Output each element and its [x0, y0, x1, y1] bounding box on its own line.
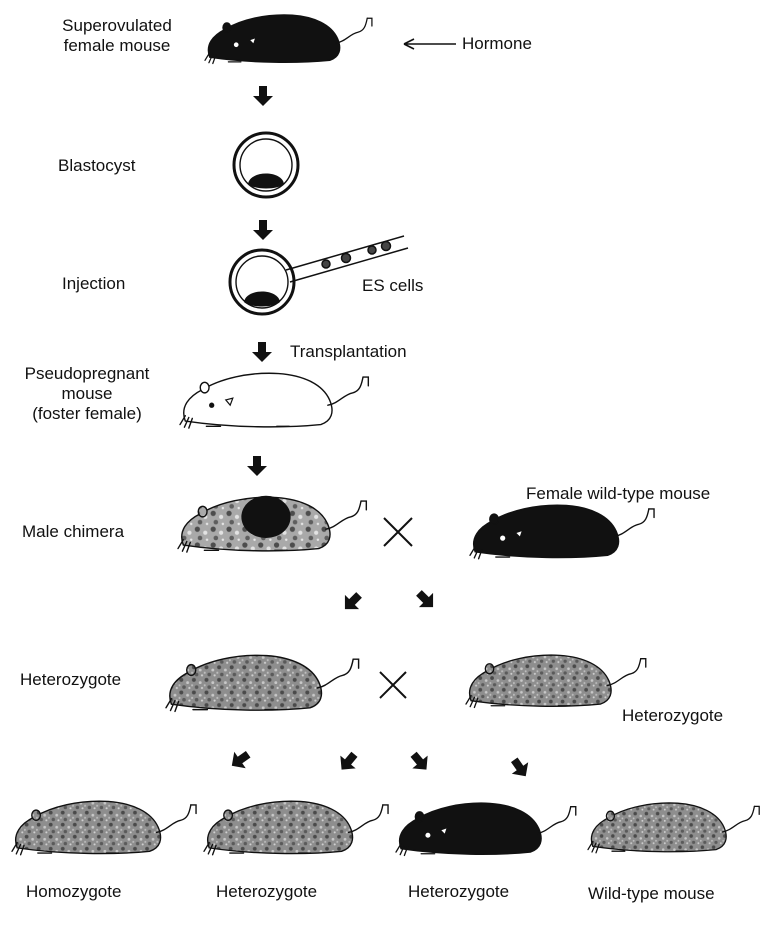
label-es-cells: ES cells	[362, 276, 423, 296]
cross-symbol	[380, 672, 406, 698]
offspring-arrow	[334, 748, 362, 776]
label-blastocyst: Blastocyst	[58, 156, 135, 176]
injection-blastocyst	[230, 250, 294, 314]
label-heterozygote-right: Heterozygote	[622, 706, 723, 726]
down-arrow	[252, 342, 272, 362]
label-offspring-homozygote: Homozygote	[26, 882, 121, 902]
label-female-wild-type: Female wild-type mouse	[526, 484, 710, 504]
label-offspring-heterozygote-2: Heterozygote	[408, 882, 509, 902]
label-offspring-heterozygote-1: Heterozygote	[216, 882, 317, 902]
label-transplantation: Transplantation	[290, 342, 407, 362]
offspring-homozygote-mouse	[12, 801, 196, 855]
offspring-arrow	[506, 754, 534, 782]
label-superovulated-line1: Superovulated	[42, 16, 192, 36]
label-pseudopregnant-line3: (foster female)	[2, 404, 172, 424]
heterozygote-mouse-right	[466, 655, 646, 707]
label-superovulated: Superovulated female mouse	[42, 16, 192, 56]
female-wild-type-mouse	[470, 505, 654, 559]
pseudopregnant-mouse	[180, 373, 368, 428]
offspring-wild-type-mouse	[588, 803, 759, 853]
diagonal-arrow-right	[412, 586, 440, 614]
offspring-arrow	[406, 748, 434, 776]
cross-symbol	[384, 518, 412, 546]
down-arrow	[253, 220, 273, 240]
label-male-chimera: Male chimera	[22, 522, 124, 542]
down-arrow	[247, 456, 267, 476]
label-pseudopregnant-line1: Pseudopregnant	[2, 364, 172, 384]
label-superovulated-line2: female mouse	[42, 36, 192, 56]
offspring-heterozygote-mouse	[204, 801, 388, 855]
label-pseudopregnant: Pseudopregnant mouse (foster female)	[2, 364, 172, 424]
offspring-black-mouse	[396, 803, 576, 855]
label-heterozygote-left: Heterozygote	[20, 670, 121, 690]
down-arrow	[253, 86, 273, 106]
offspring-arrow	[226, 746, 254, 774]
label-offspring-wild-type: Wild-type mouse	[588, 884, 715, 904]
blastocyst-drawing	[234, 133, 298, 197]
superovulated-mouse	[205, 15, 372, 64]
heterozygote-mouse-left	[166, 655, 359, 711]
label-pseudopregnant-line2: mouse	[2, 384, 172, 404]
hormone-arrow	[404, 39, 456, 49]
chimera-mouse	[178, 496, 366, 552]
label-injection: Injection	[62, 274, 125, 294]
diagonal-arrow-left	[338, 588, 366, 616]
label-hormone: Hormone	[462, 34, 532, 54]
